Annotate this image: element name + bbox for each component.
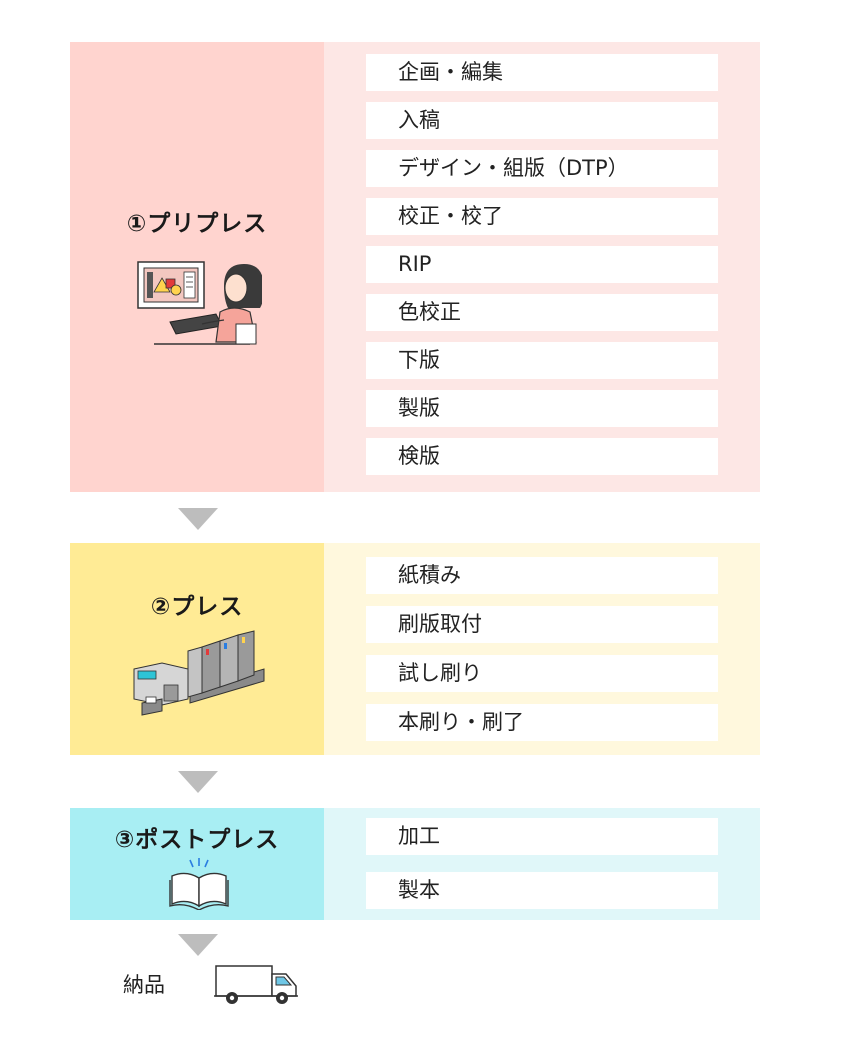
step-item: 企画・編集 bbox=[366, 54, 718, 91]
step-item: 製本 bbox=[366, 872, 718, 909]
stage-prepress: ①プリプレス 企画・編集 入稿 デザイン・組版（DTP） bbox=[70, 42, 760, 492]
step-item: 刷版取付 bbox=[366, 606, 718, 643]
step-item: 本刷り・刷了 bbox=[366, 704, 718, 741]
stage-press: ②プレス 紙積み 刷版取付 試し刷り 本刷り・刷了 bbox=[70, 543, 760, 755]
stage-prepress-header: ①プリプレス bbox=[70, 42, 324, 492]
flow-arrow-icon bbox=[178, 934, 218, 956]
step-item: デザイン・組版（DTP） bbox=[366, 150, 718, 187]
delivery-truck-icon bbox=[214, 965, 298, 1004]
stage-press-title: ②プレス bbox=[150, 594, 244, 620]
step-item: 紙積み bbox=[366, 557, 718, 594]
step-item: 試し刷り bbox=[366, 655, 718, 692]
stage-postpress-header: ③ポストプレス bbox=[70, 808, 324, 920]
flow-arrow-icon bbox=[178, 771, 218, 793]
stage-postpress: ③ポストプレス 加工 製本 bbox=[70, 808, 760, 920]
flow-arrow-icon bbox=[178, 508, 218, 530]
designer-at-monitor-icon bbox=[137, 261, 262, 345]
stage-prepress-title: ①プリプレス bbox=[126, 211, 268, 237]
step-item: 色校正 bbox=[366, 294, 718, 331]
step-item: 入稿 bbox=[366, 102, 718, 139]
step-item: 下版 bbox=[366, 342, 718, 379]
open-book-icon bbox=[169, 858, 229, 910]
step-item: 検版 bbox=[366, 438, 718, 475]
stage-postpress-title: ③ポストプレス bbox=[114, 827, 280, 853]
step-item: 製版 bbox=[366, 390, 718, 427]
step-item: 加工 bbox=[366, 818, 718, 855]
printing-press-icon bbox=[133, 630, 265, 716]
delivery-label: 納品 bbox=[123, 973, 165, 997]
stage-press-header: ②プレス bbox=[70, 543, 324, 755]
step-item: 校正・校了 bbox=[366, 198, 718, 235]
step-item: RIP bbox=[366, 246, 718, 283]
